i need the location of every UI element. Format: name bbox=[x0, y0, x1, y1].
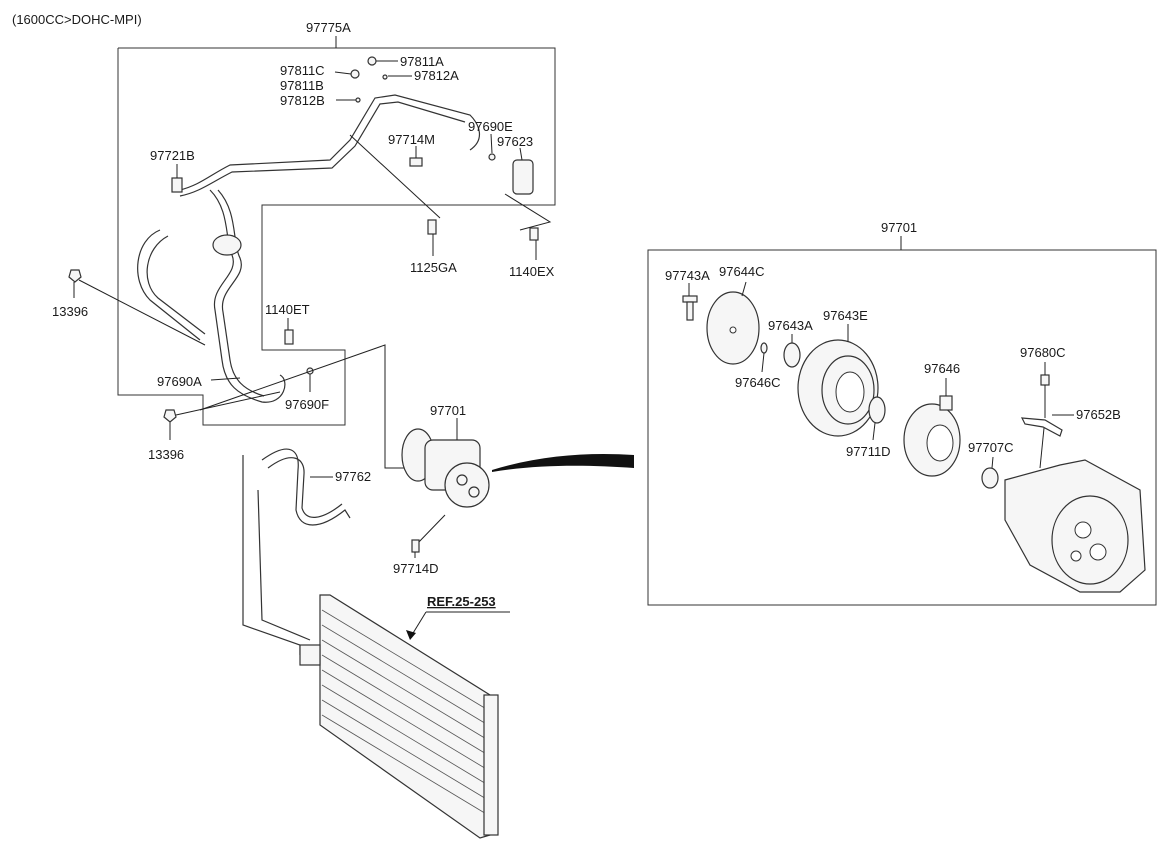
hose-assembly-group: 97775A bbox=[52, 20, 556, 469]
label-97711D[interactable]: 97711D bbox=[846, 444, 891, 459]
part-97812A[interactable] bbox=[382, 74, 388, 80]
bearing-97707C[interactable] bbox=[981, 467, 999, 489]
label-97812B[interactable]: 97812B bbox=[280, 93, 325, 108]
label-97811C[interactable]: 97811C bbox=[280, 63, 325, 78]
condenser-tank[interactable] bbox=[483, 694, 499, 836]
label-97743A[interactable]: 97743A bbox=[665, 268, 710, 283]
label-97680C[interactable]: 97680C bbox=[1020, 345, 1066, 360]
label-ref-25-253[interactable]: REF.25-253 bbox=[427, 594, 496, 609]
label-1125GA[interactable]: 1125GA bbox=[410, 260, 457, 275]
bolt-97714D[interactable] bbox=[411, 539, 420, 553]
condenser-group: REF.25-253 bbox=[242, 455, 510, 839]
condenser-bracket[interactable] bbox=[299, 644, 321, 666]
label-97714M[interactable]: 97714M bbox=[388, 132, 435, 147]
label-97762[interactable]: 97762 bbox=[335, 469, 371, 484]
part-97812B[interactable] bbox=[355, 97, 361, 103]
label-97623[interactable]: 97623 bbox=[497, 134, 533, 149]
label-97643E[interactable]: 97643E bbox=[823, 308, 868, 323]
condenser-core[interactable] bbox=[319, 594, 491, 839]
bolt-97743A[interactable] bbox=[682, 295, 698, 321]
label-97652B[interactable]: 97652B bbox=[1076, 407, 1121, 422]
liquid-hose bbox=[209, 189, 286, 403]
bolt-1125GA[interactable] bbox=[427, 219, 437, 235]
nut-13396-bottom[interactable] bbox=[163, 409, 177, 423]
shim-97646C[interactable] bbox=[760, 342, 768, 354]
label-97646[interactable]: 97646 bbox=[924, 361, 960, 376]
detail-pointer-arrow bbox=[492, 453, 634, 472]
label-97646C[interactable]: 97646C bbox=[735, 375, 781, 390]
suction-hose bbox=[179, 94, 480, 191]
label-97775A[interactable]: 97775A bbox=[306, 20, 351, 35]
compressor-detail-group: 97701 97743A 97644C 97646C 97643A 97643E… bbox=[647, 220, 1157, 606]
muffler-part[interactable] bbox=[212, 234, 242, 256]
part-97811C[interactable] bbox=[350, 69, 360, 79]
receiver-drier-97623[interactable] bbox=[512, 159, 534, 195]
sensor-97721B[interactable] bbox=[171, 177, 183, 193]
label-97701-main[interactable]: 97701 bbox=[430, 403, 466, 418]
label-97644C[interactable]: 97644C bbox=[719, 264, 765, 279]
bolt-1140ET[interactable] bbox=[284, 329, 294, 345]
discharge-hose-97762 bbox=[261, 448, 351, 526]
part-97811A[interactable] bbox=[367, 56, 377, 66]
compressor-group: 97762 97701 97714D bbox=[261, 403, 634, 576]
engine-spec-header: (1600CC>DOHC-MPI) bbox=[12, 12, 142, 27]
label-97701-detail[interactable]: 97701 bbox=[881, 220, 917, 235]
label-97811A[interactable]: 97811A bbox=[400, 54, 444, 69]
label-13396-bottom[interactable]: 13396 bbox=[148, 447, 184, 462]
label-97690E[interactable]: 97690E bbox=[468, 119, 513, 134]
part-97690E[interactable] bbox=[488, 153, 496, 161]
label-97811B[interactable]: 97811B bbox=[280, 78, 324, 93]
bolt-97714M[interactable] bbox=[409, 157, 423, 167]
nut-13396-top[interactable] bbox=[68, 269, 82, 283]
bolt-97680C[interactable] bbox=[1040, 374, 1050, 386]
label-97690A[interactable]: 97690A bbox=[157, 374, 202, 389]
label-97721B[interactable]: 97721B bbox=[150, 148, 195, 163]
label-97707C[interactable]: 97707C bbox=[968, 440, 1014, 455]
label-97643A[interactable]: 97643A bbox=[768, 318, 813, 333]
snap-ring-97643A[interactable] bbox=[783, 342, 801, 368]
label-1140ET[interactable]: 1140ET bbox=[265, 302, 310, 317]
label-97690F[interactable]: 97690F bbox=[285, 397, 329, 412]
compressor-detail-frame bbox=[647, 249, 1157, 606]
label-97714D[interactable]: 97714D bbox=[393, 561, 439, 576]
hose-assembly-frame bbox=[117, 47, 556, 426]
compressor-97701[interactable] bbox=[401, 428, 490, 508]
bolt-1140EX[interactable] bbox=[529, 227, 539, 241]
label-13396-top[interactable]: 13396 bbox=[52, 304, 88, 319]
condenser-fins bbox=[321, 609, 489, 816]
label-1140EX[interactable]: 1140EX bbox=[509, 264, 555, 279]
bracket-97652B[interactable] bbox=[1020, 417, 1063, 437]
snap-ring-97711D[interactable] bbox=[868, 396, 886, 424]
label-97812A[interactable]: 97812A bbox=[414, 68, 459, 83]
compressor-body[interactable] bbox=[1004, 459, 1146, 593]
